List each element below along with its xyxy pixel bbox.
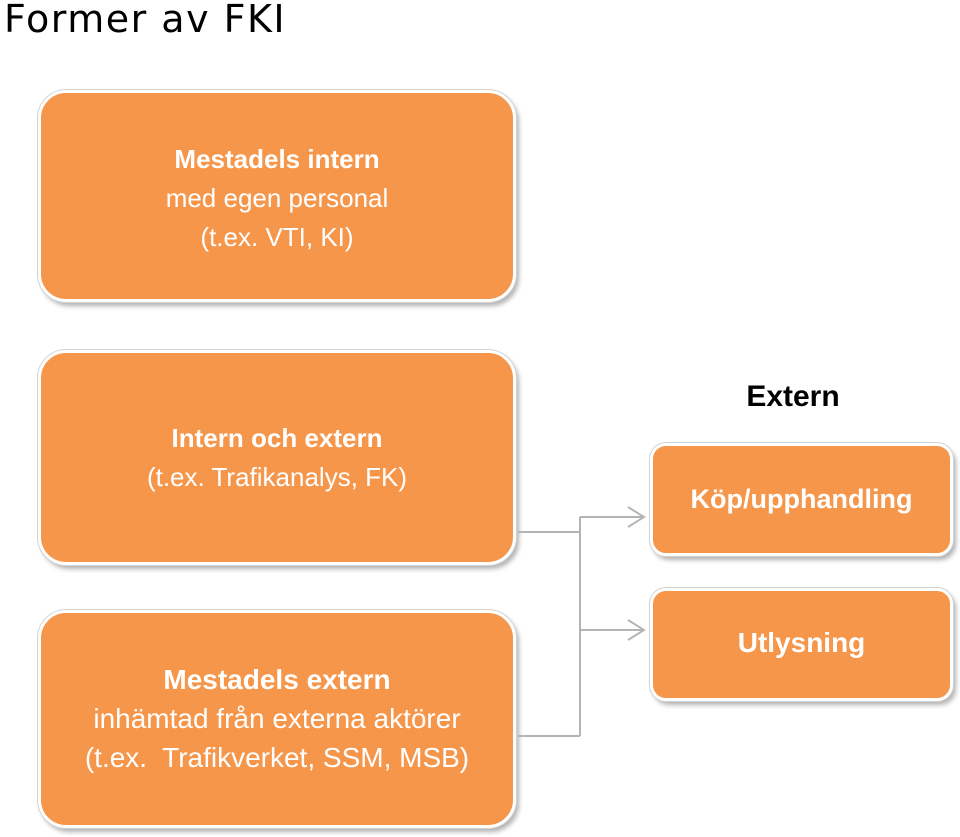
arrowhead-purchase (627, 506, 646, 528)
box-mostly-external: Mestadels extern inhämtad från externa a… (38, 610, 516, 828)
box-purchase-procurement-label: Köp/upphandling (690, 484, 913, 514)
box-mostly-internal: Mestadels intern med egen personal (t.ex… (38, 90, 516, 302)
box-purchase-procurement: Köp/upphandling (650, 443, 953, 556)
box-mostly-internal-detail: med egen personal (165, 182, 389, 213)
box-call-for-proposals-label: Utlysning (737, 627, 866, 658)
arrowhead-call (627, 619, 646, 641)
box-internal-and-external: Intern och extern (t.ex. Trafikanalys, F… (38, 350, 516, 565)
box-mostly-external-example: (t.ex. Trafikverket, SSM, MSB) (84, 742, 470, 773)
box-mostly-internal-example: (t.ex. VTI, KI) (200, 221, 354, 252)
box-mostly-external-heading: Mestadels extern (163, 664, 391, 695)
extern-group-label: Extern (746, 380, 840, 413)
box-internal-and-external-example: (t.ex. Trafikanalys, FK) (146, 461, 408, 492)
box-call-for-proposals: Utlysning (650, 588, 953, 701)
box-internal-and-external-heading: Intern och extern (171, 422, 383, 453)
page-title: Former av FKI (4, 0, 287, 41)
box-mostly-internal-heading: Mestadels intern (174, 143, 380, 174)
box-mostly-external-detail: inhämtad från externa aktörer (93, 703, 461, 734)
